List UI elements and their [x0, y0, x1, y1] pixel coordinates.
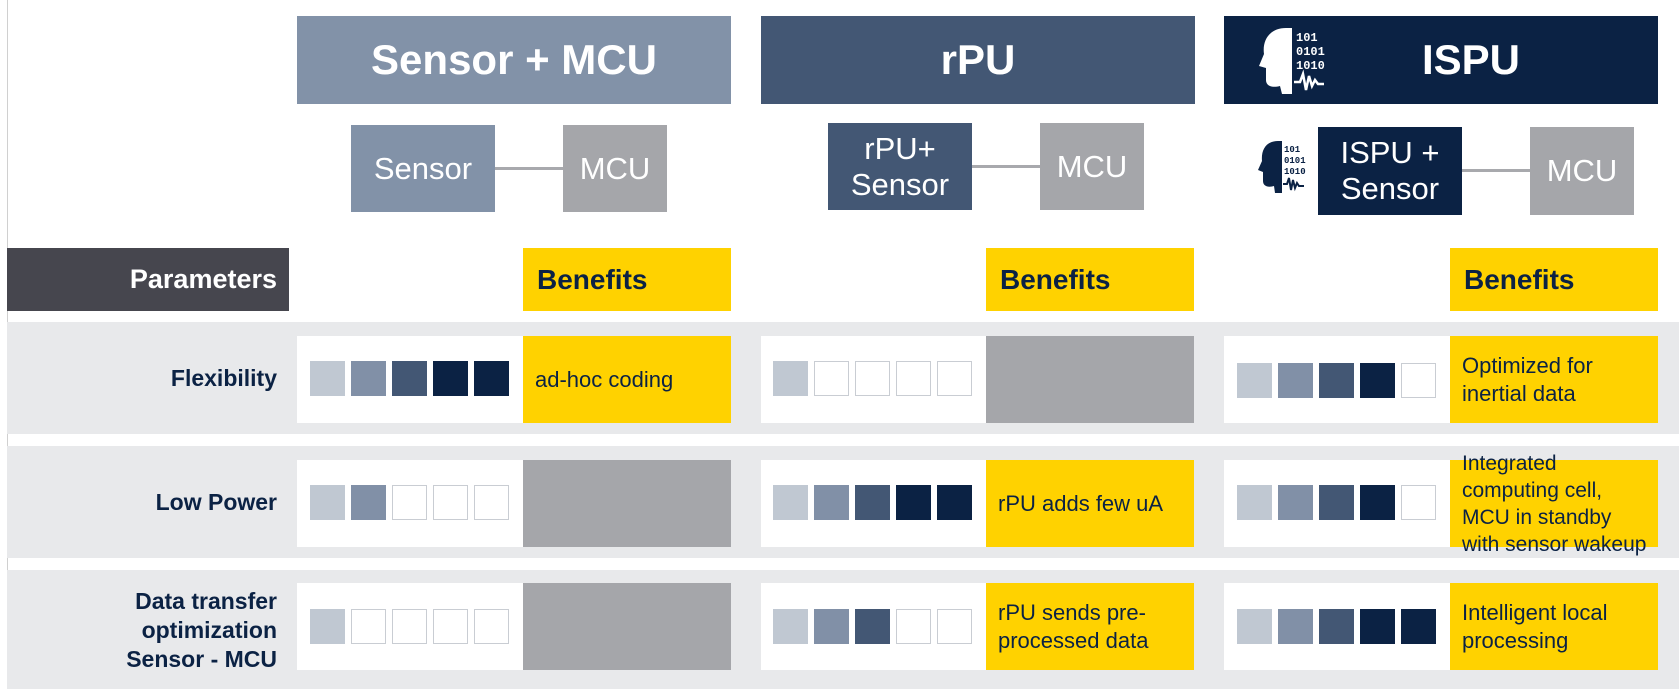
column-header-ispu: ISPU: [1224, 16, 1658, 104]
svg-text:0101: 0101: [1296, 45, 1325, 59]
svg-text:101: 101: [1284, 145, 1301, 155]
rating-square-filled: [1319, 485, 1354, 520]
benefit-cell: rPU sends pre-processed data: [986, 583, 1194, 670]
rating-square-empty: [433, 485, 468, 520]
benefit-cell: ad-hoc coding: [523, 336, 731, 423]
rating-square-filled: [310, 609, 345, 644]
rating-square-empty: [1401, 363, 1436, 398]
benefit-cell: Optimized for inertial data: [1450, 336, 1658, 423]
rating-square-filled: [1360, 485, 1395, 520]
benefit-cell: Integrated computing cell, MCU in standb…: [1450, 452, 1658, 556]
ai-head-icon: 101 0101 1010: [1256, 24, 1336, 96]
column-header-sensor-mcu: Sensor + MCU: [297, 16, 731, 104]
rating-low-power-rpu: [773, 485, 972, 520]
rating-square-empty: [937, 361, 972, 396]
rating-low-power-ispu: [1237, 485, 1436, 520]
rating-square-filled: [310, 485, 345, 520]
rating-square-filled: [1360, 363, 1395, 398]
benefit-cell-empty: [986, 336, 1194, 423]
rating-square-filled: [773, 609, 808, 644]
ispu-sensor-box: ISPU + Sensor: [1318, 127, 1462, 215]
svg-text:1010: 1010: [1296, 59, 1325, 73]
benefit-cell: rPU adds few uA: [986, 460, 1194, 547]
rating-square-filled: [1360, 609, 1395, 644]
rating-square-filled: [855, 609, 890, 644]
svg-text:0101: 0101: [1284, 156, 1306, 166]
rating-square-filled: [773, 485, 808, 520]
rating-square-filled: [1237, 485, 1272, 520]
rating-square-filled: [1278, 609, 1313, 644]
rating-square-filled: [351, 361, 386, 396]
rating-square-empty: [1401, 485, 1436, 520]
svg-text:101: 101: [1296, 31, 1318, 45]
rating-square-empty: [896, 609, 931, 644]
rating-low-power-sensor-mcu: [310, 485, 509, 520]
mcu-box: MCU: [1040, 123, 1144, 210]
rating-square-filled: [1319, 609, 1354, 644]
rating-square-filled: [1401, 609, 1436, 644]
mcu-box: MCU: [563, 125, 667, 212]
column-header-ispu-title: ISPU: [1421, 36, 1521, 83]
benefit-cell-empty: [523, 583, 731, 670]
sensor-box: Sensor: [351, 125, 495, 212]
rating-square-filled: [937, 485, 972, 520]
rating-square-filled: [814, 609, 849, 644]
rating-square-filled: [896, 485, 931, 520]
ai-head-icon-small: 101 0101 1010: [1256, 138, 1312, 196]
row-label-data-transfer: Data transfer optimization Sensor - MCU: [126, 587, 277, 672]
rating-square-empty: [896, 361, 931, 396]
benefits-header: Benefits: [1450, 248, 1658, 311]
rating-square-empty: [474, 485, 509, 520]
rating-data-transfer-ispu: [1237, 609, 1436, 644]
rating-square-filled: [1237, 363, 1272, 398]
rating-square-filled: [351, 485, 386, 520]
connector-line: [495, 167, 563, 170]
rpu-sensor-box: rPU+ Sensor: [828, 123, 972, 210]
mcu-box: MCU: [1530, 127, 1634, 215]
rating-flexibility-sensor-mcu: [310, 361, 509, 396]
rating-square-empty: [392, 609, 427, 644]
rating-square-filled: [773, 361, 808, 396]
benefit-cell-empty: [523, 460, 731, 547]
rating-square-empty: [433, 609, 468, 644]
rating-square-filled: [1278, 485, 1313, 520]
rating-square-filled: [433, 361, 468, 396]
rating-square-filled: [1278, 363, 1313, 398]
rating-square-empty: [392, 485, 427, 520]
rating-square-filled: [814, 485, 849, 520]
connector-line: [972, 165, 1040, 168]
rating-square-filled: [1319, 363, 1354, 398]
rating-flexibility-ispu: [1237, 363, 1436, 398]
rating-square-filled: [392, 361, 427, 396]
row-label-flexibility: Flexibility: [170, 364, 277, 391]
rating-square-filled: [1237, 609, 1272, 644]
svg-text:1010: 1010: [1284, 167, 1306, 177]
column-header-rpu: rPU: [761, 16, 1195, 104]
rating-square-filled: [474, 361, 509, 396]
benefits-header: Benefits: [523, 248, 731, 311]
benefit-cell: Intelligent local processing: [1450, 583, 1658, 670]
connector-line: [1462, 169, 1530, 172]
rating-square-empty: [351, 609, 386, 644]
rating-square-filled: [310, 361, 345, 396]
parameters-header: Parameters: [7, 248, 289, 311]
rating-data-transfer-sensor-mcu: [310, 609, 509, 644]
rating-data-transfer-rpu: [773, 609, 972, 644]
rating-square-filled: [855, 485, 890, 520]
row-label-low-power: Low Power: [155, 488, 277, 515]
rating-flexibility-rpu: [773, 361, 972, 396]
rating-square-empty: [474, 609, 509, 644]
benefits-header: Benefits: [986, 248, 1194, 311]
rating-square-empty: [937, 609, 972, 644]
rating-square-empty: [814, 361, 849, 396]
rating-square-empty: [855, 361, 890, 396]
